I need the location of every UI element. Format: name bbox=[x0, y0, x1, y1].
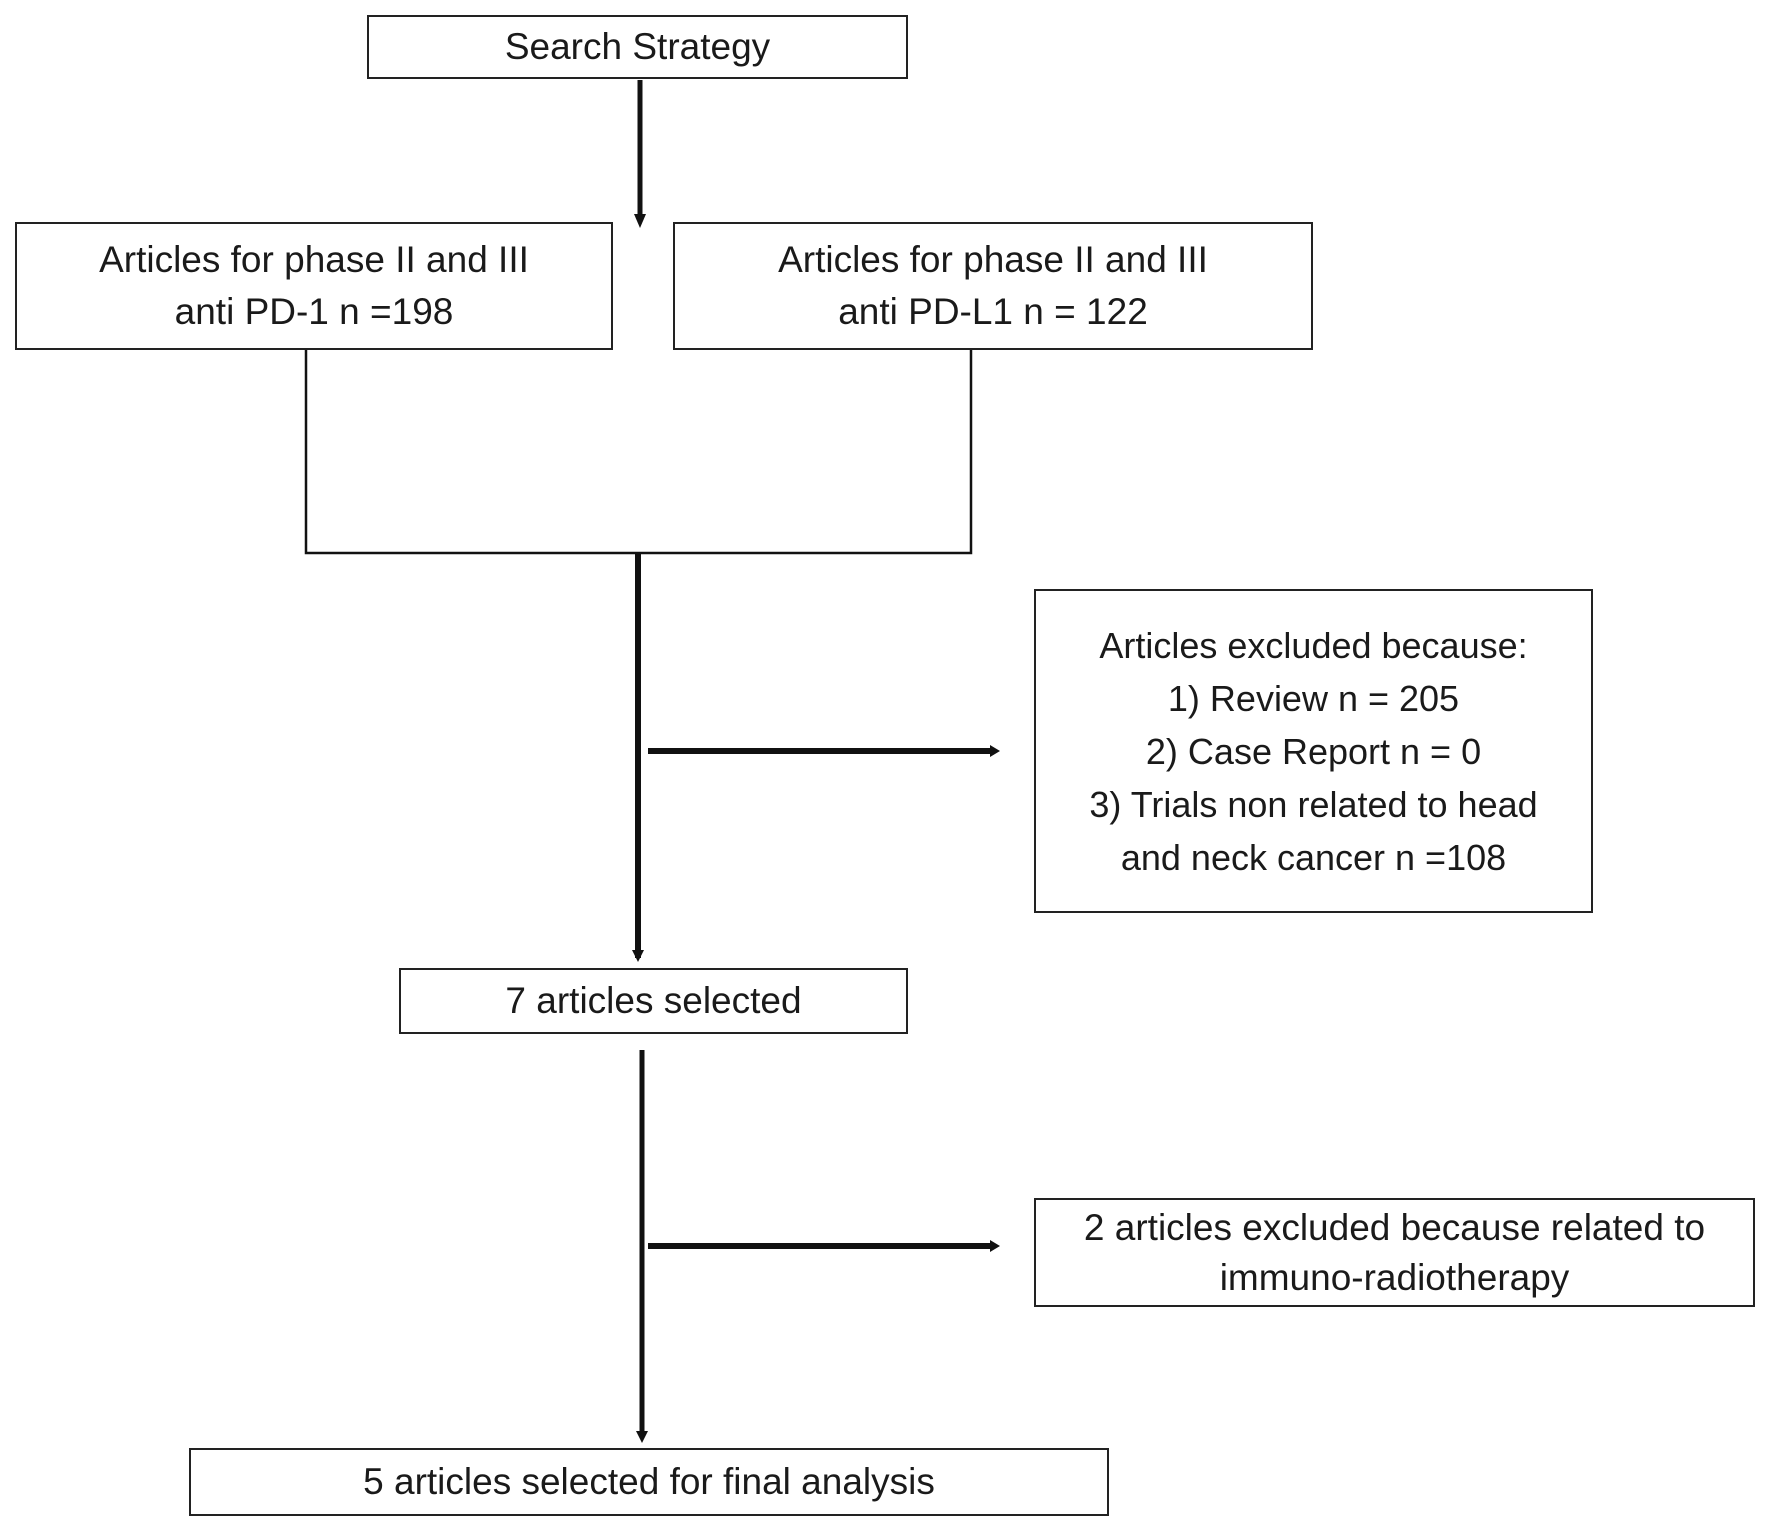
arrowhead-exclusion-one bbox=[990, 745, 1000, 757]
anti-pdl1-line1: Articles for phase II and III bbox=[778, 239, 1208, 280]
search-strategy-label: Search Strategy bbox=[504, 26, 771, 67]
final-analysis-label: 5 articles selected for final analysis bbox=[363, 1461, 935, 1502]
exclusion-reason-trials-line1: 3) Trials non related to head bbox=[1089, 783, 1538, 825]
final-analysis-box: 5 articles selected for final analysis bbox=[189, 1448, 1109, 1516]
anti-pd1-line1: Articles for phase II and III bbox=[99, 239, 529, 280]
merge-bracket bbox=[304, 350, 973, 555]
anti-pd1-line2: anti PD-1 n =198 bbox=[174, 291, 454, 332]
immuno-radiotherapy-exclusion-box: 2 articles excluded because related to i… bbox=[1034, 1198, 1755, 1307]
exclusion-reason-case-report: 2) Case Report n = 0 bbox=[1145, 730, 1482, 772]
arrowhead-selected bbox=[632, 950, 644, 962]
arrowhead-search bbox=[634, 214, 646, 228]
exclusion-reason-trials-line2: and neck cancer n =108 bbox=[1120, 836, 1507, 878]
anti-pd1-articles-box: Articles for phase II and III anti PD-1 … bbox=[15, 222, 613, 350]
selected-articles-box: 7 articles selected bbox=[399, 968, 908, 1034]
exclusion-title: Articles excluded because: bbox=[1099, 624, 1528, 666]
exclusion-reasons-box: Articles excluded because: 1) Review n =… bbox=[1034, 589, 1593, 913]
arrowhead-final bbox=[636, 1431, 648, 1443]
exclusion-reason-review: 1) Review n = 205 bbox=[1167, 677, 1460, 719]
immuno-exclusion-line2: immuno-radiotherapy bbox=[1219, 1256, 1570, 1298]
search-strategy-box: Search Strategy bbox=[367, 15, 908, 79]
immuno-exclusion-line1: 2 articles excluded because related to bbox=[1083, 1206, 1706, 1248]
selected-articles-label: 7 articles selected bbox=[505, 980, 802, 1021]
arrowhead-exclusion-two bbox=[990, 1240, 1000, 1252]
anti-pdl1-line2: anti PD-L1 n = 122 bbox=[838, 291, 1148, 332]
anti-pdl1-articles-box: Articles for phase II and III anti PD-L1… bbox=[673, 222, 1313, 350]
